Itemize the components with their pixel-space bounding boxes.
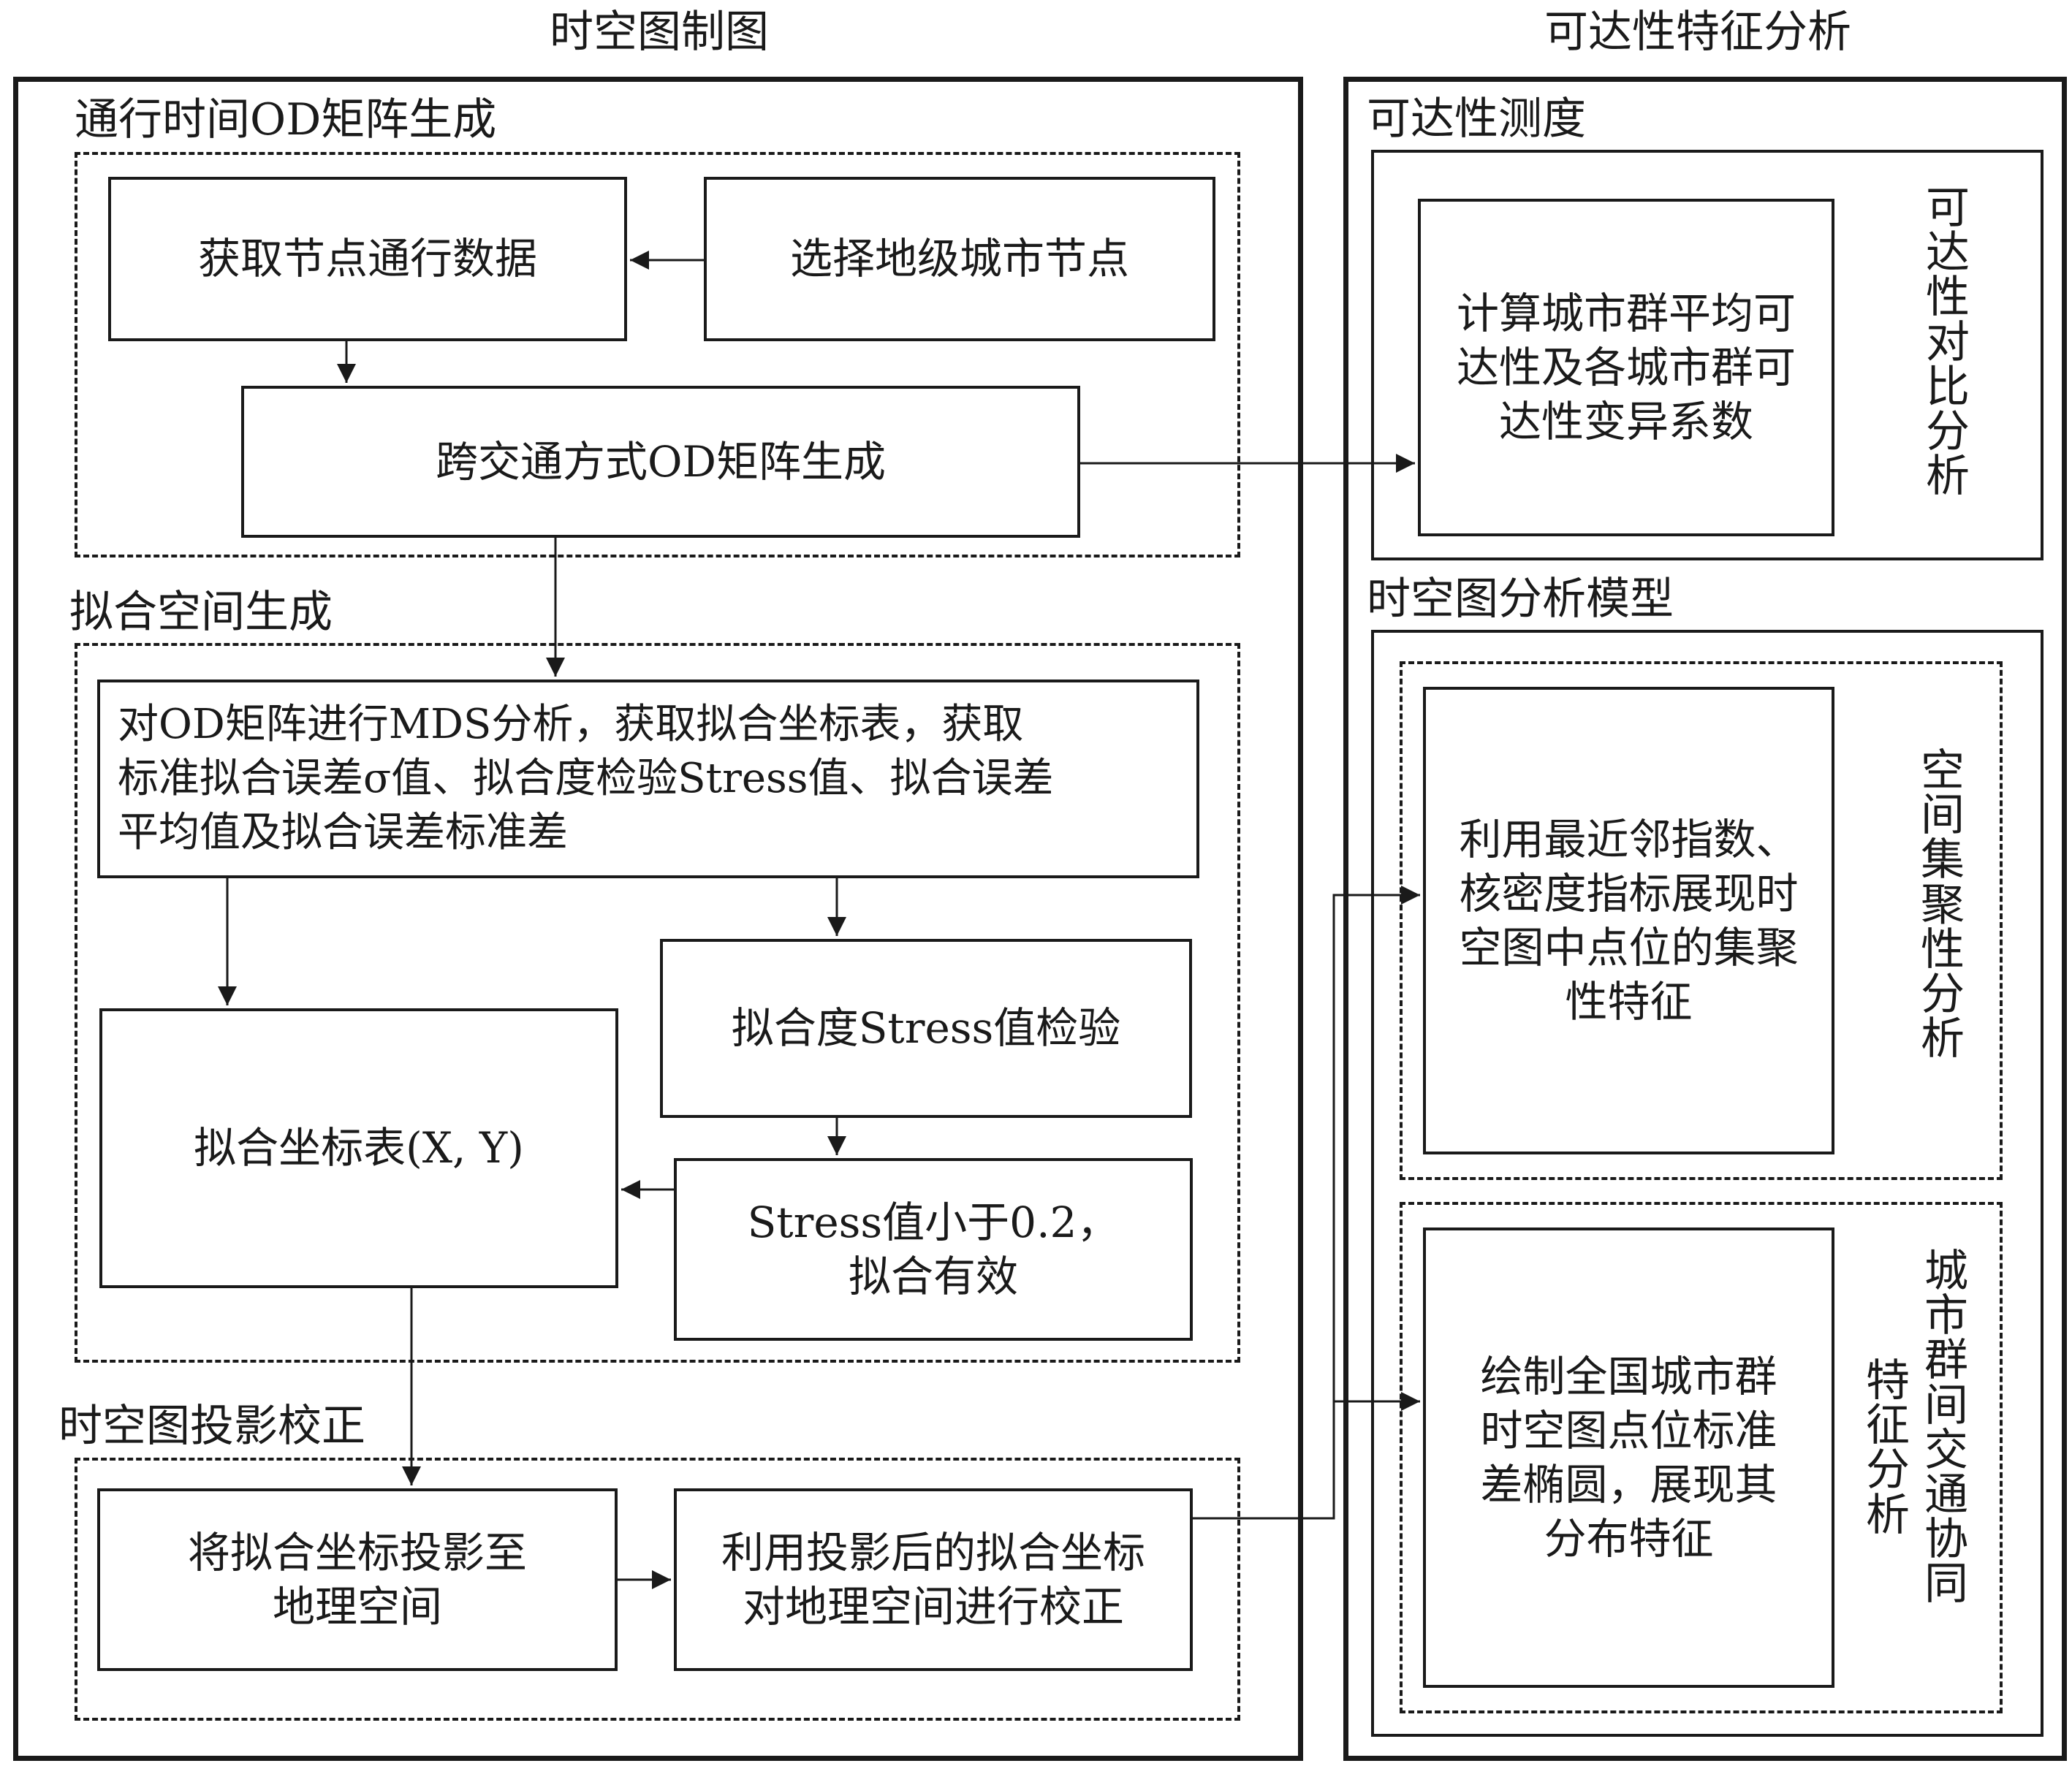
get-node-data-text: 获取节点通行数据 [197, 234, 537, 284]
od-matrix-section-label: 通行时间OD矩阵生成 [75, 94, 497, 145]
fit-coords-box: 拟合坐标表(X, Y) [99, 1008, 618, 1288]
intercity-coord-label-left: 特 征 分 析 [1866, 1355, 1910, 1541]
left-panel [13, 77, 1303, 1761]
projection-section-label: 时空图投影校正 [58, 1401, 365, 1452]
fit-coords-text: 拟合坐标表(X, Y) [194, 1123, 524, 1173]
get-node-data-box: 获取节点通行数据 [108, 177, 627, 341]
right-panel-heading: 可达性特征分析 [1544, 7, 1851, 58]
analysis-model-label: 时空图分析模型 [1367, 574, 1674, 625]
fit-space-section-label: 拟合空间生成 [69, 587, 333, 638]
stress-check-box: 拟合度Stress值检验 [660, 939, 1192, 1118]
stress-valid-text: Stress值小于0.2， 拟合有效 [747, 1197, 1120, 1301]
calc-accessibility-box: 计算城市群平均可 达性及各城市群可 达性变异系数 [1418, 199, 1834, 536]
analysis-model-section [1371, 630, 2043, 1737]
stress-check-text: 拟合度Stress值检验 [731, 1003, 1121, 1054]
select-city-nodes-text: 选择地级城市节点 [789, 234, 1129, 284]
fit-space-section [75, 643, 1240, 1363]
mds-analysis-box: 对OD矩阵进行MDS分析，获取拟合坐标表，获取 标准拟合误差σ值、拟合度检验St… [97, 680, 1199, 878]
project-coords-text: 将拟合坐标投影至 地理空间 [187, 1527, 527, 1632]
correct-space-text: 利用投影后的拟合坐标 对地理空间进行校正 [721, 1527, 1145, 1632]
calc-accessibility-text: 计算城市群平均可 达性及各城市群可 达性变异系数 [1456, 288, 1796, 447]
stress-valid-box: Stress值小于0.2， 拟合有效 [674, 1158, 1193, 1341]
std-ellipse-box: 绘制全国城市群 时空图点位标准 差椭圆，展现其 分布特征 [1423, 1228, 1834, 1688]
nearest-neighbor-text: 利用最近邻指数、 核密度指标展现时 空图中点位的集聚 性特征 [1459, 814, 1799, 1027]
right-panel [1343, 77, 2067, 1761]
agglomeration-section [1400, 661, 2003, 1180]
correct-space-box: 利用投影后的拟合坐标 对地理空间进行校正 [674, 1488, 1193, 1671]
intercity-section [1400, 1202, 2003, 1713]
accessibility-measure-section [1371, 150, 2043, 560]
spatial-agglomeration-label: 空 间 集 聚 性 分 析 [1921, 745, 1965, 1065]
projection-section [75, 1458, 1240, 1721]
accessibility-measure-label: 可达性测度 [1367, 94, 1586, 145]
accessibility-compare-label: 可 达 性 对 比 分 析 [1926, 183, 1970, 503]
nearest-neighbor-box: 利用最近邻指数、 核密度指标展现时 空图中点位的集聚 性特征 [1423, 687, 1834, 1154]
project-coords-box: 将拟合坐标投影至 地理空间 [97, 1488, 618, 1671]
edge-correct-to-analysis [1193, 894, 1420, 1520]
intercity-coord-label-right: 城 市 群 间 交 通 协 同 [1924, 1246, 1968, 1610]
select-city-nodes-box: 选择地级城市节点 [704, 177, 1215, 341]
std-ellipse-text: 绘制全国城市群 时空图点位标准 差椭圆，展现其 分布特征 [1480, 1351, 1777, 1564]
od-matrix-section [75, 152, 1240, 557]
od-generation-text: 跨交通方式OD矩阵生成 [435, 436, 887, 487]
od-generation-box: 跨交通方式OD矩阵生成 [241, 386, 1080, 538]
left-panel-heading: 时空图制图 [550, 7, 769, 58]
mds-analysis-text: 对OD矩阵进行MDS分析，获取拟合坐标表，获取 标准拟合误差σ值、拟合度检验St… [118, 701, 1054, 856]
